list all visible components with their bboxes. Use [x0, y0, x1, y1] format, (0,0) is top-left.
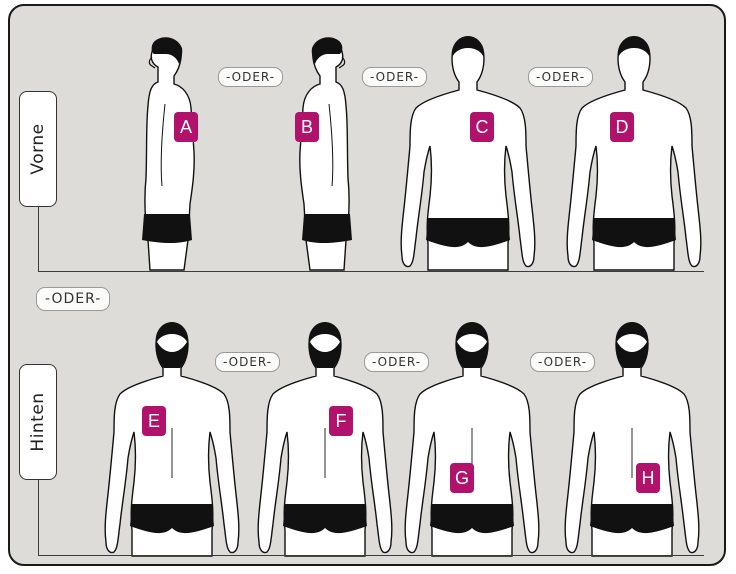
or-separator-ab: -ODER-	[218, 67, 283, 87]
or-separator-bc: -ODER-	[362, 67, 427, 87]
front-row-baseline	[38, 271, 704, 272]
site-marker-e: E	[142, 406, 166, 436]
site-marker-c: C	[470, 112, 494, 142]
figure-b	[300, 37, 352, 270]
site-marker-b: B	[295, 112, 319, 142]
site-marker-a: A	[174, 112, 198, 142]
figure-a	[142, 37, 194, 270]
back-row-axis	[38, 480, 39, 556]
or-separator-rows: -ODER-	[36, 287, 110, 311]
front-row-label: Vorne	[19, 91, 57, 207]
front-row-axis	[38, 206, 39, 272]
or-separator-cd: -ODER-	[528, 67, 593, 87]
or-separator-gh: -ODER-	[530, 352, 595, 372]
back-row-label: Hinten	[19, 364, 57, 480]
back-row-label-text: Hinten	[28, 392, 48, 451]
or-separator-fg: -ODER-	[364, 352, 429, 372]
or-separator-ef: -ODER-	[215, 352, 280, 372]
site-marker-d: D	[610, 112, 634, 142]
front-row-label-text: Vorne	[28, 123, 48, 174]
back-row-baseline	[38, 555, 704, 556]
site-marker-h: H	[636, 463, 660, 493]
site-marker-f: F	[329, 406, 353, 436]
site-marker-g: G	[450, 463, 474, 493]
